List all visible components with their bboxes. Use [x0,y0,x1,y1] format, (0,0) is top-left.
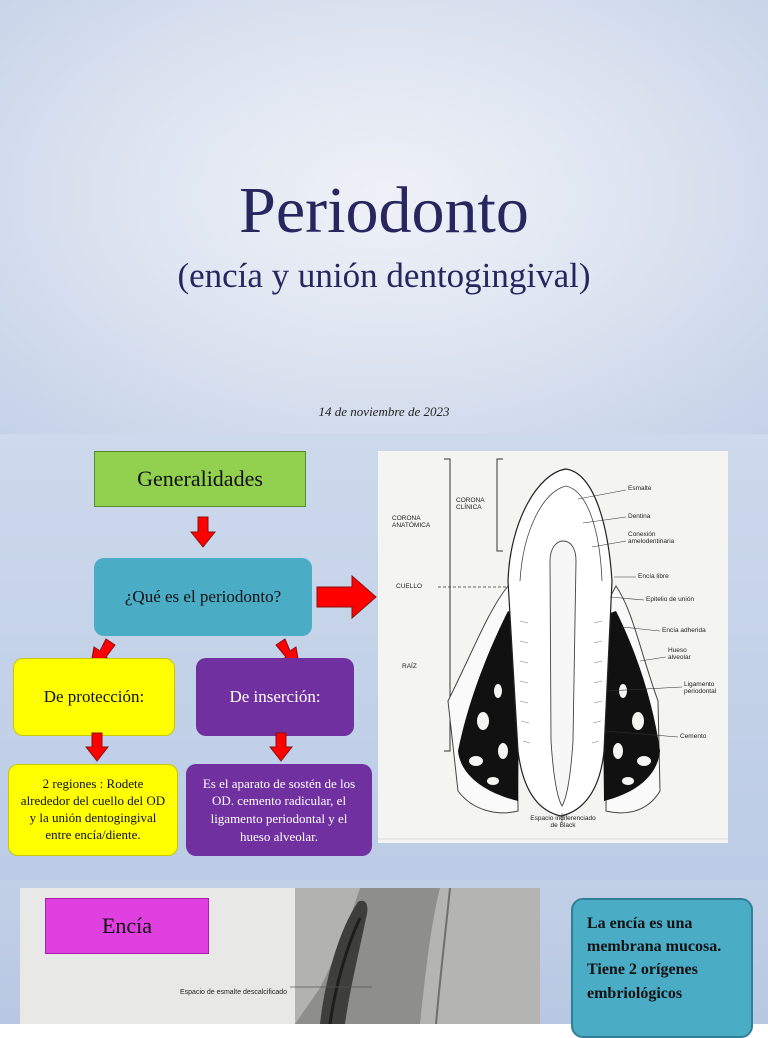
aparato-sosten-box: Es el aparato de sostén de los OD. cemen… [186,764,372,856]
insercion-box: De inserción: [196,658,354,736]
label-esmalte: Esmalte [628,485,652,492]
title-slide: Periodonto (encía y unión dentogingival)… [0,0,768,434]
label-raiz: RAÍZ [402,663,417,670]
label-encia-adherida: Encía adherida [662,627,706,634]
slide-title: Periodonto [239,174,529,247]
label-cemento: Cemento [680,733,707,740]
label-hueso: Hueso alveolar [668,647,691,662]
que-es-periodonto-box: ¿Qué es el periodonto? [94,558,312,636]
label-encia-libre: Encía libre [638,573,669,580]
label-epitelio: Epitelio de unión [646,596,695,603]
arrow-down-icon [85,732,109,762]
slide-date: 14 de noviembre de 2023 [318,404,450,419]
label-dentina: Dentina [628,513,651,520]
arrow-down-icon [190,516,216,548]
generalidades-box: Generalidades [94,451,306,507]
arrow-right-icon [316,574,377,620]
slide-subtitle: (encía y unión dentogingival) [177,256,591,295]
label-corona-clinica: CORONA CLÍNICA [456,497,485,512]
label-cuello: CUELLO [396,583,423,590]
esmalte-descalcificado-label: Espacio de esmalte descalcificado [180,989,288,996]
histology-photo: Espacio de esmalte descalcificado [20,888,540,1024]
label-conexion: Conexión amelodentinaria [628,531,675,546]
arrow-down-icon [269,732,293,762]
encia-description-box: La encía es una membrana mucosa. Tiene 2… [571,898,753,1038]
label-ligamento: Ligamento periodontal [684,681,717,696]
histology-image [290,888,540,1024]
generalidades-slide: Generalidades ¿Qué es el periodonto? De … [0,434,768,880]
label-espacio-black: Espacio indiferenciado de Black [530,815,596,830]
encia-slide: Espacio de esmalte descalcificado Encía … [0,880,768,1038]
proteccion-box: De protección: [13,658,175,736]
regiones-box: 2 regiones : Rodete alrededor del cuello… [8,764,178,856]
encia-title-box: Encía [45,898,209,954]
tooth-illustration [378,458,728,840]
periodontium-diagram: CORONA ANATÓMICA CORONA CLÍNICA CUELLO R… [378,451,728,843]
label-corona-anatomica: CORONA ANATÓMICA [392,515,431,530]
